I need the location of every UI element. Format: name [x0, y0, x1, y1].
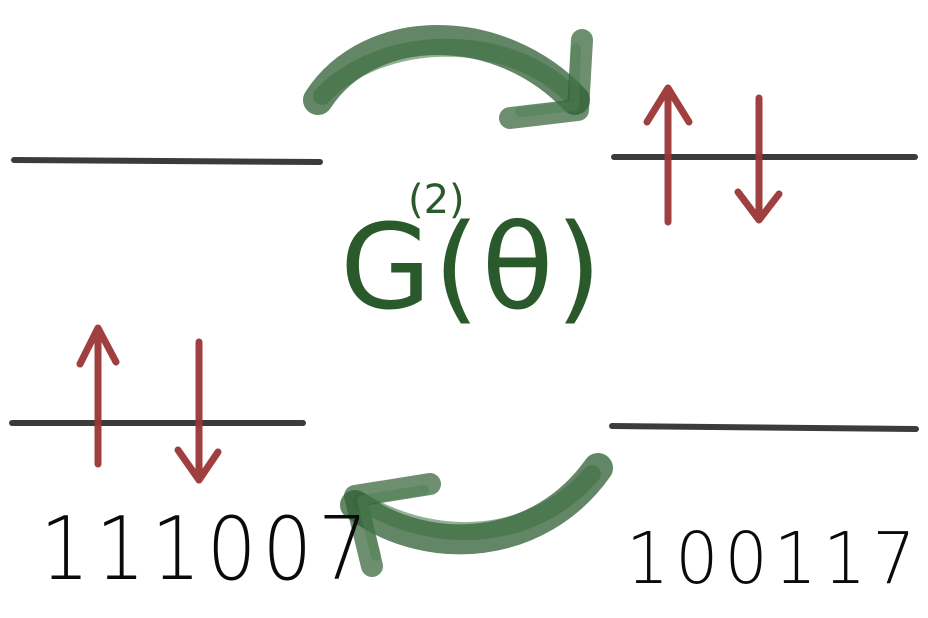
spin-down-arrow-icon — [734, 94, 783, 224]
green-function-superscript: (2) — [408, 177, 465, 223]
curved-arrow-left-icon — [340, 453, 613, 577]
curved-arrow-right-icon — [303, 25, 593, 129]
green-function-label: G(θ) — [340, 198, 604, 336]
state-label-left: 111007 — [40, 499, 374, 601]
spin-down-arrow-icon — [174, 338, 222, 484]
spin-up-arrow-icon — [643, 84, 693, 226]
state-label-right: 100117 — [626, 518, 922, 601]
spin-up-arrow-icon — [76, 324, 120, 468]
energy-level-bottom-right — [609, 423, 919, 432]
energy-level-top-left — [11, 157, 323, 165]
